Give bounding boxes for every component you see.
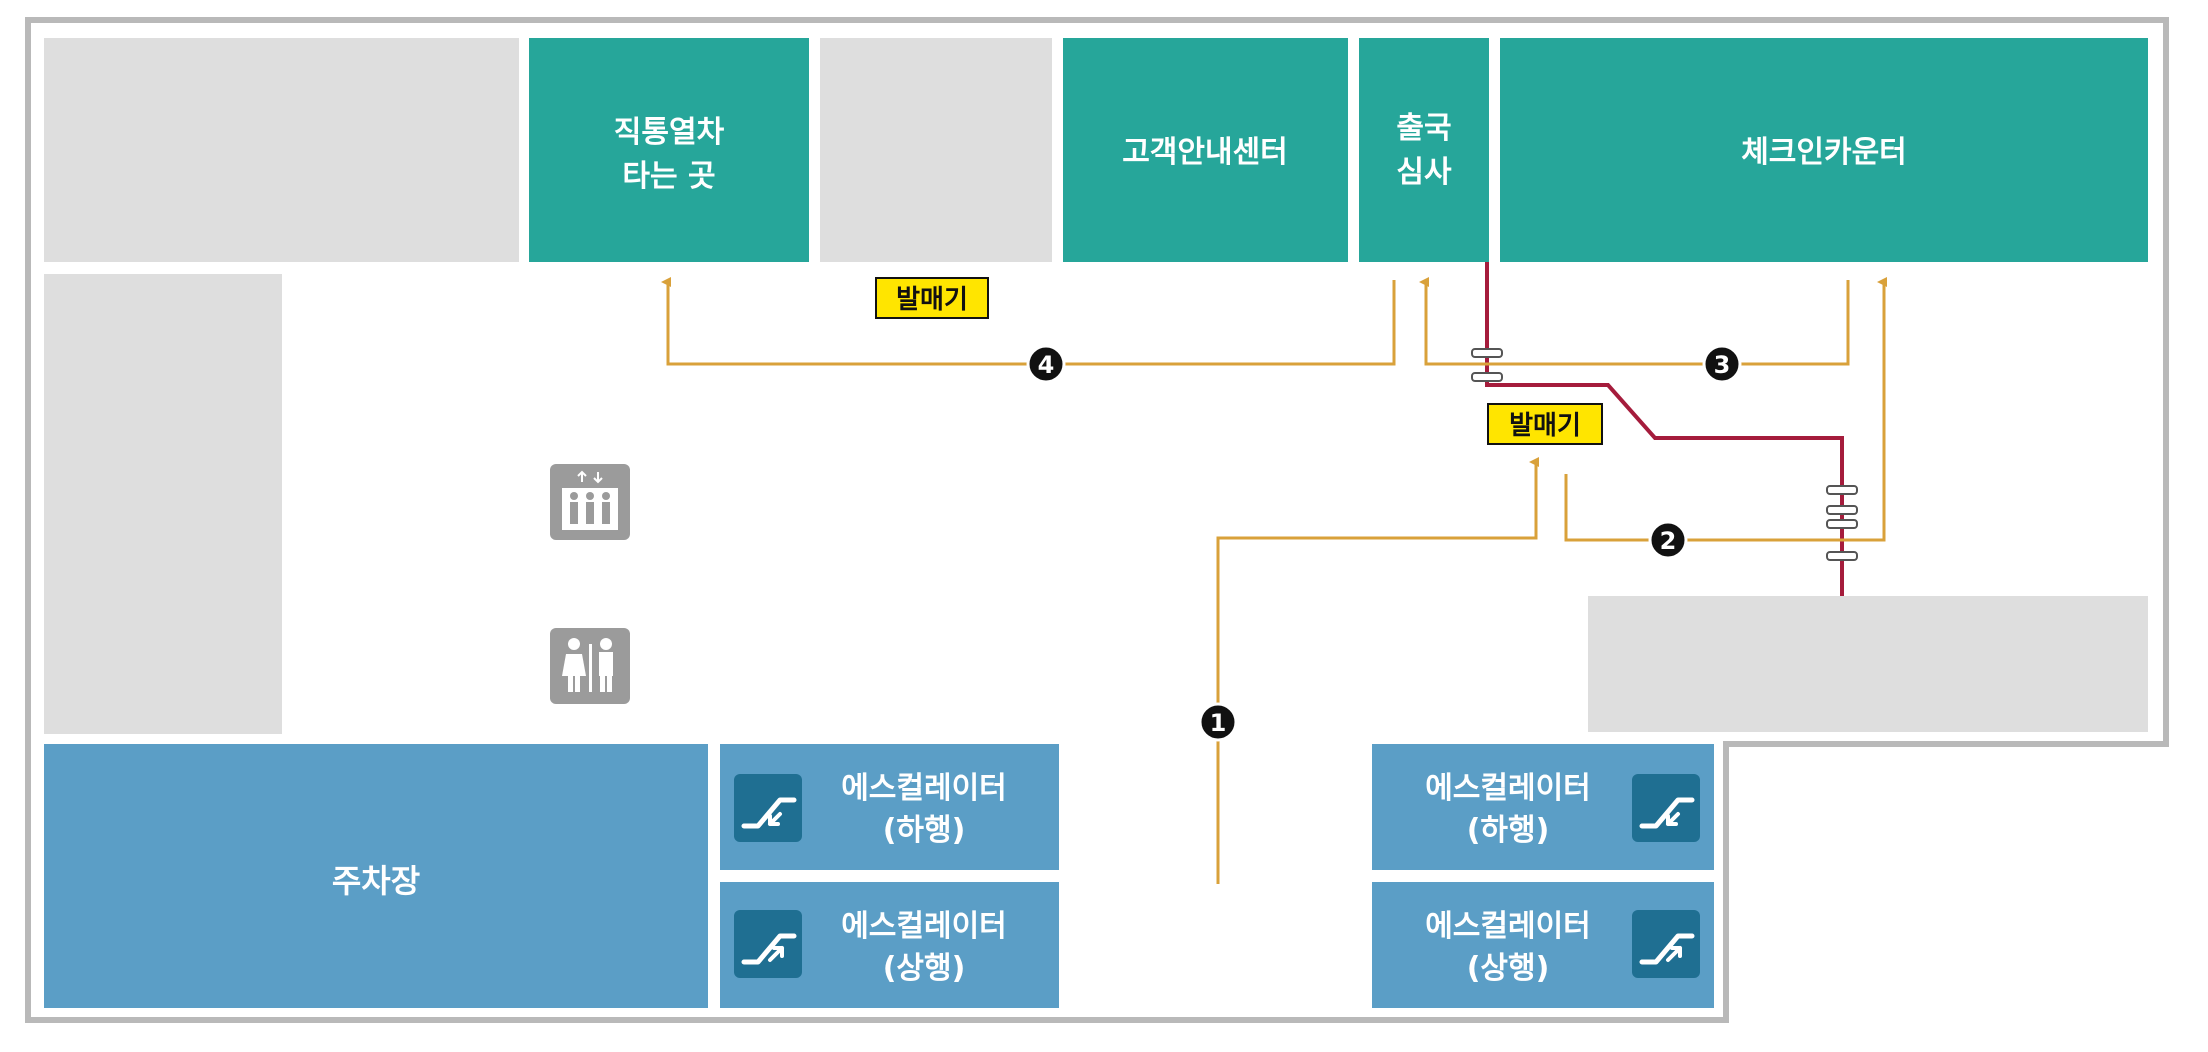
gate-mark (1826, 551, 1858, 561)
room-departure-inspection[interactable]: 출국 심사 (1359, 38, 1489, 262)
route-marker-4[interactable]: 4 (1026, 344, 1066, 384)
escalator-right-up[interactable]: 에스컬레이터 (상행) (1372, 882, 1714, 1008)
escalator-left-up-line2: (상행) (883, 951, 966, 986)
room-customer-center-label: 고객안내센터 (1122, 135, 1288, 170)
ticket-machine-2-label: 발매기 (1509, 411, 1581, 441)
gray-block-right (1588, 596, 2148, 732)
route-marker-3[interactable]: 3 (1702, 344, 1742, 384)
escalator-right-down[interactable]: 에스컬레이터 (하행) (1372, 744, 1714, 870)
route-marker-2-label: 2 (1660, 527, 1677, 555)
room-customer-center[interactable]: 고객안내센터 (1063, 38, 1348, 262)
route-marker-2[interactable]: 2 (1648, 520, 1688, 560)
escalator-down-icon (1632, 774, 1700, 842)
route-3-line (1419, 277, 1850, 366)
restroom-icon[interactable] (550, 628, 630, 704)
gate-mark (1826, 485, 1858, 495)
route-marker-3-label: 3 (1714, 351, 1731, 379)
room-parking-label: 주차장 (332, 862, 420, 900)
gate-marks (1471, 348, 1858, 561)
ticket-machine-2[interactable]: 발매기 (1487, 403, 1603, 445)
gate-mark (1471, 348, 1503, 358)
escalator-left-down[interactable]: 에스컬레이터 (하행) (720, 744, 1059, 870)
escalator-left-up-line1: 에스컬레이터 (841, 909, 1007, 944)
escalator-right-up-line2: (상행) (1467, 951, 1550, 986)
escalator-left-up[interactable]: 에스컬레이터 (상행) (720, 882, 1059, 1008)
room-checkin-label: 체크인카운터 (1741, 135, 1907, 170)
gray-block-top-middle (820, 38, 1052, 262)
escalator-right-down-line1: 에스컬레이터 (1425, 771, 1591, 806)
gray-block-left (44, 274, 282, 734)
ticket-machine-1-label: 발매기 (896, 285, 968, 315)
room-departure-line2: 심사 (1396, 155, 1452, 190)
escalator-left-down-line2: (하행) (883, 813, 966, 848)
escalator-right-down-line2: (하행) (1467, 813, 1550, 848)
elevator-icon[interactable] (550, 464, 630, 540)
ticket-machine-1[interactable]: 발매기 (875, 277, 989, 319)
route-2-line (1564, 277, 1887, 542)
gate-mark (1826, 519, 1858, 529)
room-parking[interactable]: 주차장 (44, 744, 708, 1008)
room-direct-train-line2: 타는 곳 (622, 159, 715, 194)
room-checkin-counter[interactable]: 체크인카운터 (1500, 38, 2148, 262)
escalator-up-icon (734, 910, 802, 978)
gate-mark (1471, 372, 1503, 382)
room-direct-train[interactable]: 직통열차 타는 곳 (529, 38, 809, 262)
escalator-right-up-line1: 에스컬레이터 (1425, 909, 1591, 944)
escalator-up-icon (1632, 910, 1700, 978)
gray-block-top-left (44, 38, 519, 262)
route-marker-4-label: 4 (1038, 351, 1055, 379)
route-marker-1-label: 1 (1210, 709, 1227, 737)
room-direct-train-line1: 직통열차 (614, 115, 725, 150)
escalator-left-down-line1: 에스컬레이터 (841, 771, 1007, 806)
route-marker-1[interactable]: 1 (1198, 702, 1238, 742)
escalator-down-icon (734, 774, 802, 842)
gate-mark (1826, 505, 1858, 515)
room-departure-line1: 출국 (1396, 111, 1451, 146)
